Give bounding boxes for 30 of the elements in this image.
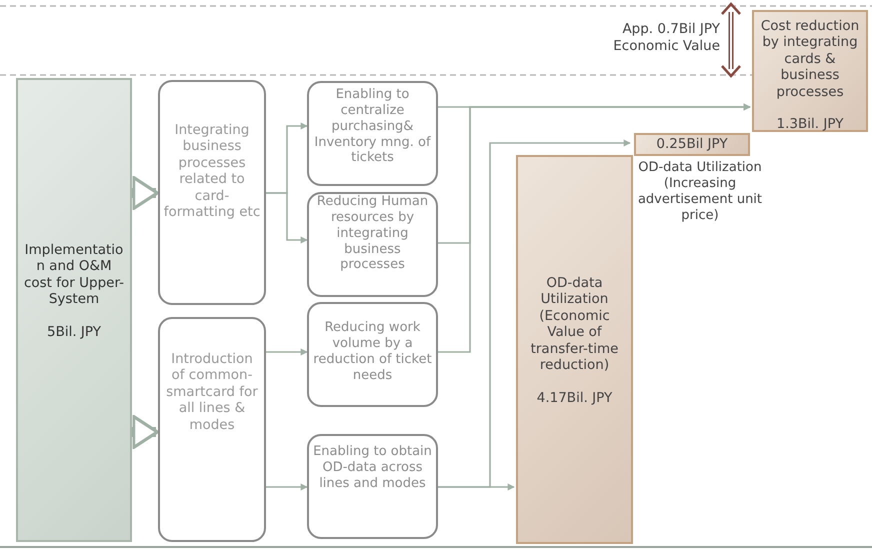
node-label: Enabling to centralize purchasing& Inventory mng. of tickets xyxy=(313,87,432,166)
value-box xyxy=(634,133,750,156)
node-label: Introduction of common-smartcard for all lines & modes xyxy=(165,351,259,434)
arrow xyxy=(266,192,308,244)
amount-label: 5Bil. JPY xyxy=(46,324,101,340)
node-label: Implementation and O&M cost for Upper-System xyxy=(22,242,126,308)
process-box xyxy=(158,317,266,542)
effect-box xyxy=(307,302,438,407)
note-label: App. 0.7Bil JPY Economic Value xyxy=(612,21,720,55)
node-label: Cost reduction by integrating cards & business processes xyxy=(760,18,860,100)
node-label: OD-data Utilization (Increasing advertisement unit price) xyxy=(636,160,764,224)
amount-label: 1.3Bil. JPY xyxy=(776,116,844,133)
effect-box xyxy=(307,434,438,539)
node-label: 0.25Bil JPY xyxy=(656,136,728,152)
value-box xyxy=(752,10,868,132)
node-label: Reducing Human resources by integrating business processes xyxy=(316,194,430,274)
arrow xyxy=(438,104,751,353)
process-box xyxy=(158,80,266,305)
arrow xyxy=(438,140,631,488)
cost-bar xyxy=(16,78,132,542)
arrow xyxy=(266,484,308,490)
effect-box xyxy=(307,192,438,297)
amount-label: 4.17Bil. JPY xyxy=(536,390,612,406)
arrow xyxy=(266,348,308,356)
value-box xyxy=(516,155,633,544)
node-label: Reducing work volume by a reduction of ticket needs xyxy=(312,320,433,384)
effect-box xyxy=(307,81,438,186)
node-label: Integrating business processes related to card-formatting etc xyxy=(163,122,261,221)
node-label: Enabling to obtain OD-data across lines and modes xyxy=(312,444,433,492)
node-label: OD-data Utilization (Economic Value of transfer-time reduction) xyxy=(530,275,620,374)
